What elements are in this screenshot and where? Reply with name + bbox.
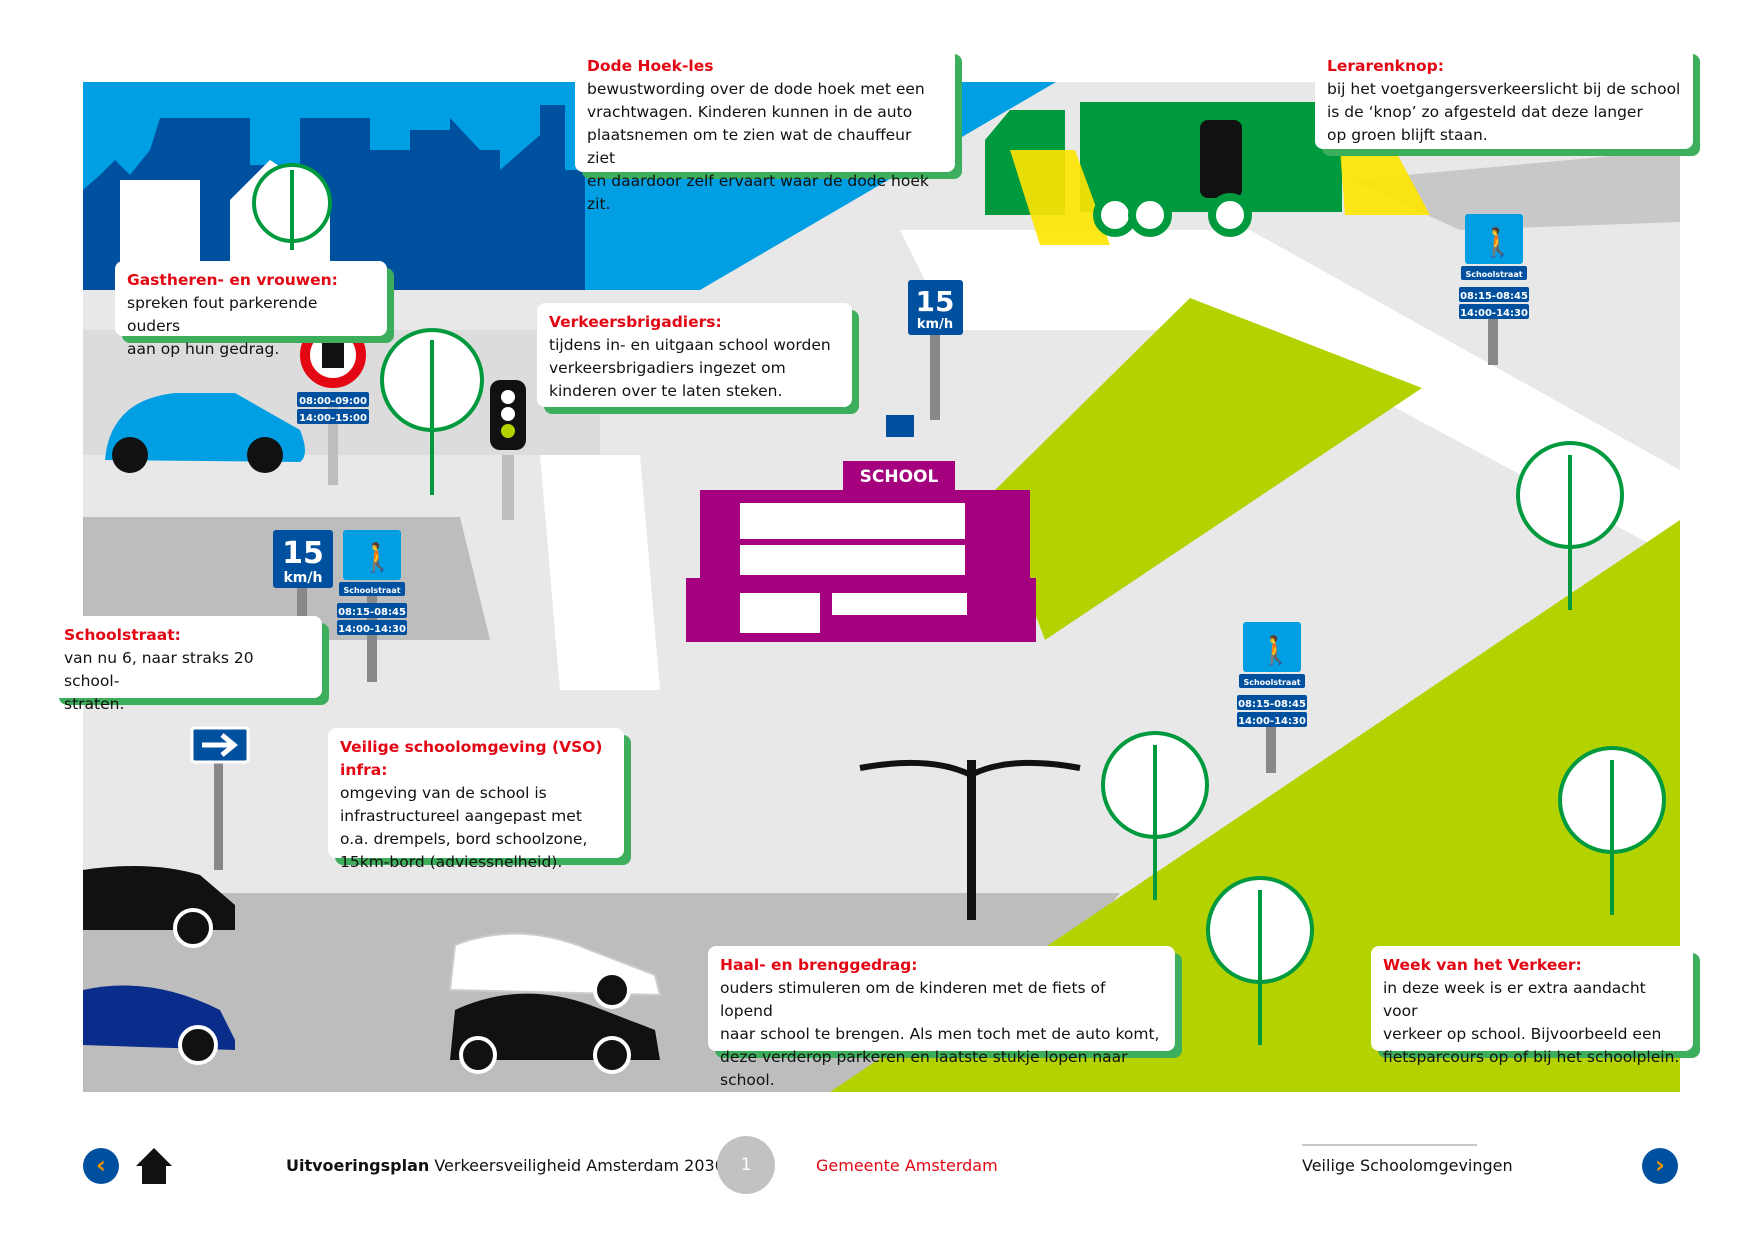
document-title-bold: Uitvoeringsplan — [286, 1156, 430, 1175]
svg-text:14:00-14:30: 14:00-14:30 — [1238, 716, 1306, 727]
section-divider — [1302, 1144, 1477, 1146]
callout-title: Week van het Verkeer: — [1383, 956, 1582, 974]
schoolstraat-sign-left: 🚶 Schoolstraat 08:15-08:45 14:00-14:30 — [337, 530, 407, 682]
svg-text:Schoolstraat: Schoolstraat — [1465, 270, 1522, 279]
svg-text:08:00-09:00: 08:00-09:00 — [299, 396, 367, 407]
callout-text: in deze week is er extra aandacht voor v… — [1383, 979, 1680, 1066]
callout-text: bij het voetgangersverkeerslicht bij de … — [1327, 80, 1681, 144]
chevron-right-icon: › — [1655, 1151, 1665, 1179]
svg-text:14:00-14:30: 14:00-14:30 — [338, 624, 406, 635]
svg-text:14:00-14:30: 14:00-14:30 — [1460, 308, 1528, 319]
callout-haal-brenggedrag: Haal- en brenggedrag: ouders stimuleren … — [708, 946, 1175, 1089]
callout-schoolstraat: Schoolstraat: van nu 6, naar straks 20 s… — [52, 616, 322, 713]
callout-lerarenknop: Lerarenknop: bij het voetgangersverkeers… — [1315, 47, 1693, 149]
callout-title: Lerarenknop: — [1327, 57, 1444, 75]
speed-sign-15-top: 15 km/h — [908, 280, 963, 420]
section-title: Veilige Schoolomgevingen — [1302, 1156, 1513, 1175]
speed-sign-15-left: 15 km/h — [273, 530, 333, 620]
callout-title: Veilige schoolomgeving (VSO) infra: — [340, 738, 603, 779]
svg-text:km/h: km/h — [284, 570, 323, 586]
trees — [252, 163, 1666, 1045]
callout-text: spreken fout parkerende ouders aan op hu… — [127, 294, 318, 358]
callout-title: Gastheren- en vrouwen: — [127, 271, 338, 289]
school-building: SCHOOL — [686, 415, 1036, 642]
schoolstraat-sign-right: 🚶 Schoolstraat 08:15-08:45 14:00-14:30 — [1459, 214, 1529, 365]
callout-title: Haal- en brenggedrag: — [720, 956, 918, 974]
home-button[interactable] — [134, 1146, 174, 1186]
callout-title: Schoolstraat: — [64, 626, 181, 644]
callout-vso: Veilige schoolomgeving (VSO) infra: omge… — [328, 728, 624, 871]
callout-text: bewustwording over de dode hoek met een … — [587, 80, 929, 213]
callout-week-van-het-verkeer: Week van het Verkeer: in deze week is er… — [1371, 946, 1693, 1066]
schoolyard-field — [990, 298, 1422, 640]
traffic-light — [490, 380, 526, 520]
organization-name: Gemeente Amsterdam — [816, 1156, 998, 1175]
callout-title: Dode Hoek-les — [587, 57, 714, 75]
schoolstraat-sign-middle: 🚶 Schoolstraat 08:15-08:45 14:00-14:30 — [1237, 622, 1307, 773]
callout-dode-hoek: Dode Hoek-les bewustwording over de dode… — [575, 47, 955, 213]
svg-text:15: 15 — [916, 285, 955, 318]
svg-text:08:15-08:45: 08:15-08:45 — [1460, 291, 1528, 302]
svg-text:Schoolstraat: Schoolstraat — [1243, 678, 1300, 687]
home-icon — [136, 1148, 172, 1184]
svg-text:🚶: 🚶 — [1480, 226, 1515, 259]
callout-text: tijdens in- en uitgaan school worden ver… — [549, 336, 831, 400]
callout-text: omgeving van de school is infrastructure… — [340, 784, 588, 871]
road-top-right — [1350, 150, 1680, 230]
svg-text:🚶: 🚶 — [1258, 634, 1293, 667]
callout-text: ouders stimuleren om de kinderen met de … — [720, 979, 1160, 1089]
callout-gastheren: Gastheren- en vrouwen: spreken fout park… — [115, 261, 387, 358]
one-way-sign — [190, 726, 250, 870]
no-trucks-sign: 08:00-09:00 14:00-15:00 — [297, 322, 369, 485]
svg-text:km/h: km/h — [917, 317, 953, 332]
svg-text:15: 15 — [282, 536, 324, 571]
school-label: SCHOOL — [860, 467, 939, 487]
flag — [886, 415, 914, 437]
city-silhouette — [83, 105, 585, 290]
svg-text:Schoolstraat: Schoolstraat — [343, 586, 400, 595]
street-diagonal — [900, 230, 1680, 560]
crosswalk — [555, 500, 642, 640]
traffic-light-truck — [1200, 120, 1242, 198]
next-page-button[interactable]: › — [1642, 1148, 1678, 1184]
document-title: Uitvoeringsplan Verkeersveiligheid Amste… — [286, 1156, 725, 1175]
prev-page-button[interactable]: ‹ — [83, 1148, 119, 1184]
page-number: 1 — [717, 1136, 775, 1194]
street-lamp — [859, 759, 1081, 920]
callout-brigadiers: Verkeersbrigadiers: tijdens in- en uitga… — [537, 303, 852, 407]
blind-spot — [1010, 150, 1110, 245]
svg-text:14:00-15:00: 14:00-15:00 — [299, 413, 367, 424]
svg-text:08:15-08:45: 08:15-08:45 — [1238, 699, 1306, 710]
svg-text:08:15-08:45: 08:15-08:45 — [338, 607, 406, 618]
callout-title: Verkeersbrigadiers: — [549, 313, 722, 331]
document-title-rest: Verkeersveiligheid Amsterdam 2030 — [429, 1156, 725, 1175]
truck — [985, 102, 1430, 245]
chevron-left-icon: ‹ — [96, 1151, 106, 1179]
cars — [83, 393, 662, 1074]
callout-text: van nu 6, naar straks 20 school- straten… — [64, 649, 254, 713]
svg-text:🚶: 🚶 — [360, 541, 395, 574]
